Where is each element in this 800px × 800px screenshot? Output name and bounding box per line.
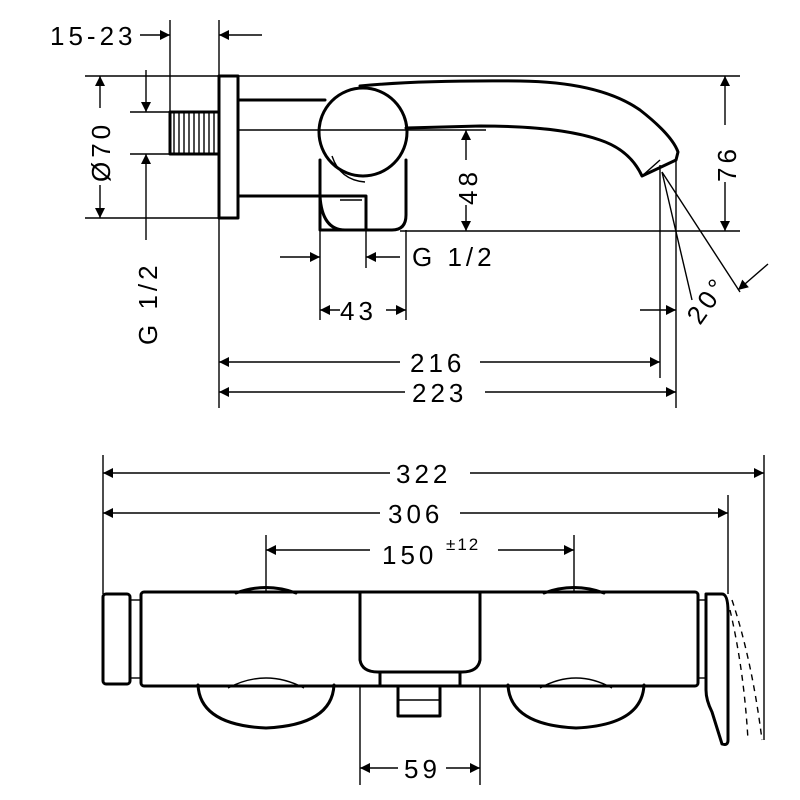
threaded-connector bbox=[168, 110, 221, 156]
spout bbox=[358, 79, 680, 178]
dim-g12-bottom-label: G 1/2 bbox=[412, 242, 496, 272]
bottom-outlet bbox=[396, 684, 442, 718]
dim-g12-left: G 1/2 bbox=[133, 70, 163, 345]
dim-306-label: 306 bbox=[388, 499, 443, 529]
mixer-lower-body bbox=[318, 158, 408, 232]
dim-150-label: 150 bbox=[382, 540, 437, 570]
handle-knob-side bbox=[317, 86, 409, 178]
dim-59-label: 59 bbox=[404, 754, 441, 784]
side-view: 15-23 Ø70 G 1/2 48 G 1/2 bbox=[50, 20, 769, 408]
dim-59: 59 bbox=[360, 754, 480, 784]
handle-left-bottom bbox=[196, 683, 336, 730]
dim-15-23-label: 15-23 bbox=[50, 21, 137, 51]
diverter-ring bbox=[378, 670, 462, 688]
dim-15-23: 15-23 bbox=[50, 21, 262, 51]
dim-223: 223 bbox=[219, 378, 676, 408]
dim-g12-left-label: G 1/2 bbox=[133, 261, 163, 345]
dim-150-tolerance: ±12 bbox=[446, 535, 480, 554]
dim-diameter-70-label: Ø70 bbox=[86, 121, 116, 182]
front-view: 322 306 150 ±12 59 bbox=[101, 455, 765, 785]
dim-150: 150 ±12 bbox=[266, 535, 574, 570]
dim-g12-bottom: G 1/2 bbox=[280, 242, 496, 272]
dim-322-label: 322 bbox=[396, 459, 451, 489]
dim-216-label: 216 bbox=[410, 348, 465, 378]
handle-right-bottom bbox=[506, 683, 646, 730]
dim-216: 216 bbox=[219, 348, 660, 378]
outlet-box bbox=[318, 194, 368, 232]
dim-20-degree-label: 20° bbox=[680, 270, 734, 329]
dim-223-label: 223 bbox=[412, 378, 467, 408]
dim-322: 322 bbox=[103, 459, 764, 489]
dim-48-label: 48 bbox=[453, 168, 483, 205]
mixer-body-side bbox=[236, 98, 327, 198]
left-end-cap bbox=[101, 592, 132, 686]
dim-48: 48 bbox=[453, 130, 483, 231]
dim-20-degree: 20° bbox=[640, 263, 769, 329]
dim-43-label: 43 bbox=[340, 296, 377, 326]
dim-diameter-70: Ø70 bbox=[86, 76, 116, 218]
dim-306: 306 bbox=[103, 499, 728, 529]
dim-43: 43 bbox=[320, 296, 406, 326]
dim-76-label: 76 bbox=[712, 145, 742, 182]
wall-flange bbox=[217, 74, 240, 220]
spout-front bbox=[704, 592, 730, 746]
dim-76: 76 bbox=[712, 76, 742, 231]
diverter-section bbox=[358, 590, 482, 674]
